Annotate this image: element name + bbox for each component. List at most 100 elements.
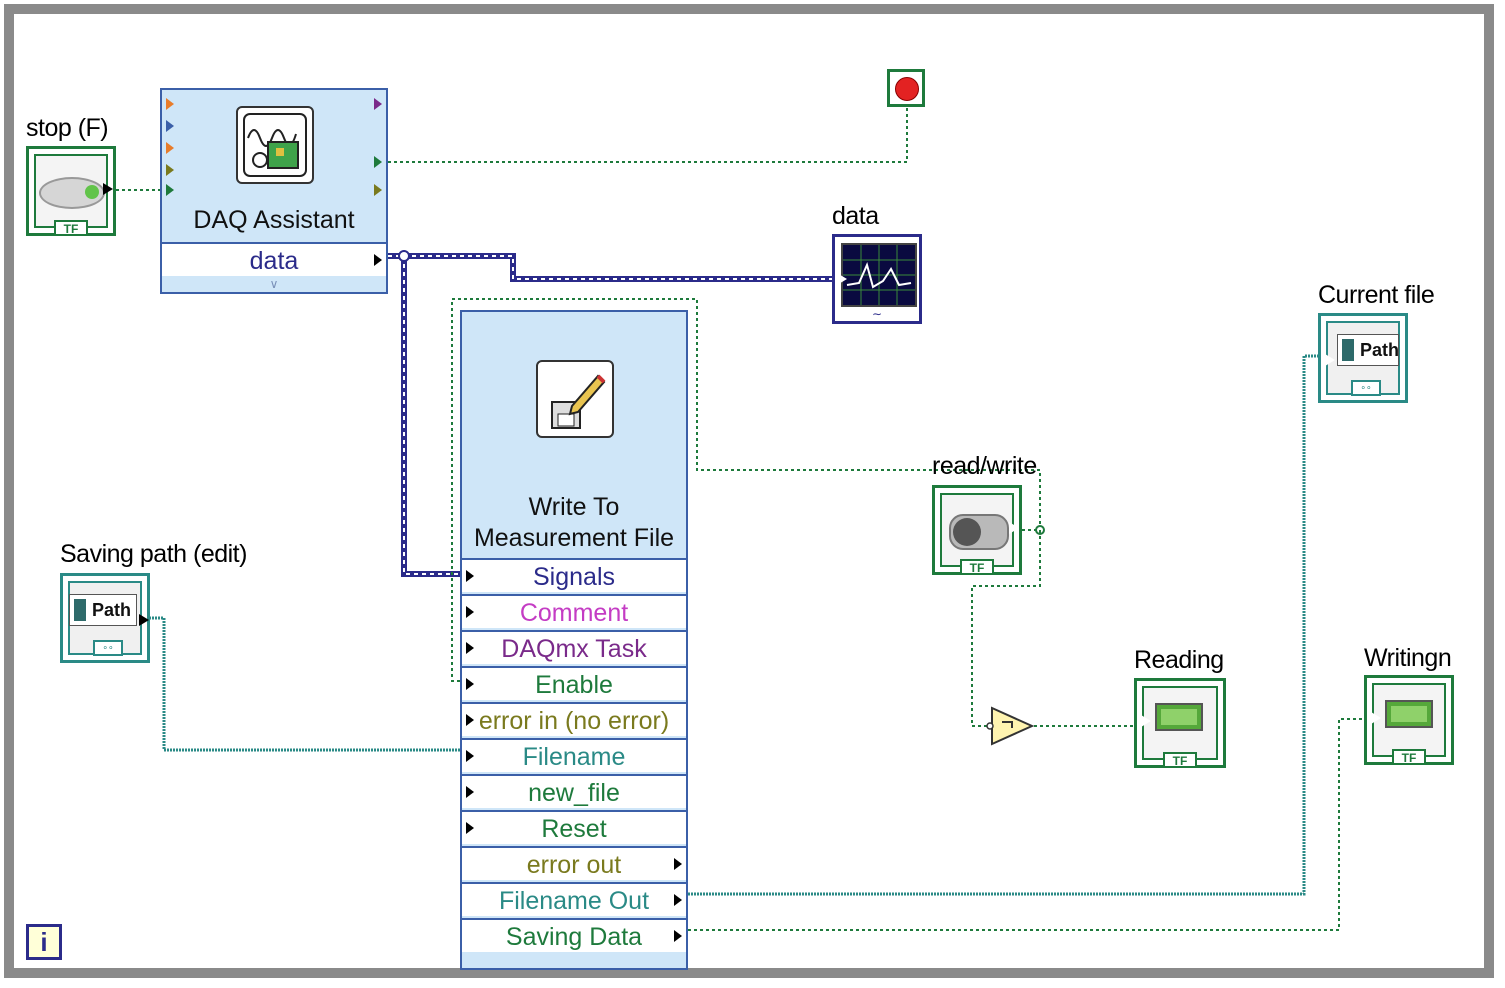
input-arrow-icon — [466, 822, 474, 834]
tf-badge: TF — [54, 220, 88, 236]
input-arrow-icon — [1325, 354, 1335, 366]
info-icon[interactable]: i — [26, 924, 62, 960]
input-reset-label: Reset — [541, 815, 607, 843]
title-line-1: Write To — [528, 493, 620, 521]
input-signals[interactable]: Signals — [462, 558, 686, 592]
input-enable-label: Enable — [535, 671, 613, 699]
stop-terminal[interactable]: TF — [26, 146, 116, 236]
input-arrow-icon — [1371, 712, 1381, 724]
input-filename-label: Filename — [522, 743, 626, 771]
write-measurement-file-node[interactable]: Write To Measurement File Signals Commen… — [460, 310, 688, 970]
wire-not — [971, 530, 1041, 727]
input-arrow-icon — [466, 606, 474, 618]
toggle-icon — [39, 177, 105, 209]
input-daqmx-task-label: DAQmx Task — [501, 635, 647, 663]
current-file-label: Current file — [1318, 281, 1435, 309]
output-arrow-icon — [139, 614, 149, 626]
input-arrow-icon — [166, 142, 174, 154]
input-arrow-icon — [466, 642, 474, 654]
path-type-icon: ∘∘ — [93, 640, 123, 656]
output-filename-out[interactable]: Filename Out — [462, 882, 686, 916]
tf-badge: TF — [1163, 752, 1197, 768]
output-arrow-icon — [674, 858, 682, 870]
output-arrow-icon — [1009, 522, 1019, 534]
wire-filename — [149, 616, 461, 752]
output-arrow-icon — [374, 156, 382, 168]
output-arrow-icon — [674, 930, 682, 942]
input-comment-label: Comment — [519, 599, 629, 627]
input-arrow-icon — [466, 750, 474, 762]
input-arrow-icon — [466, 786, 474, 798]
path-text: Path — [1360, 340, 1400, 360]
writing-label: Writingn — [1364, 644, 1452, 672]
path-indicator-icon: Path — [1337, 334, 1399, 366]
daq-output-data[interactable]: data — [162, 242, 386, 276]
output-arrow-icon — [374, 254, 382, 266]
wire-filename-out — [688, 354, 1324, 896]
output-error-out-label: error out — [526, 851, 622, 879]
tf-badge: TF — [960, 559, 994, 575]
input-arrow-icon — [166, 120, 174, 132]
input-arrow-icon — [837, 273, 847, 285]
output-saving-data-label: Saving Data — [505, 923, 643, 951]
expand-chevron-icon[interactable]: ∨ — [269, 277, 279, 291]
stop-button-terminal[interactable] — [887, 69, 925, 107]
path-type-icon: ∘∘ — [1351, 380, 1381, 396]
output-arrow-icon — [674, 894, 682, 906]
input-new-file-label: new_file — [528, 779, 620, 807]
input-daqmx-task[interactable]: DAQmx Task — [462, 630, 686, 664]
read-write-terminal[interactable]: TF — [932, 485, 1022, 575]
writing-terminal[interactable]: TF — [1364, 675, 1454, 765]
wire-data-graph — [388, 253, 834, 282]
input-arrow-icon — [166, 184, 174, 196]
input-arrow-icon — [1141, 715, 1151, 727]
output-error-out[interactable]: error out — [462, 846, 686, 880]
output-arrow-icon — [103, 183, 113, 195]
data-graph-label: data — [832, 202, 879, 230]
not-gate-icon[interactable] — [986, 706, 1036, 748]
input-filename[interactable]: Filename — [462, 738, 686, 772]
input-arrow-icon — [166, 164, 174, 176]
daq-title: DAQ Assistant — [193, 206, 355, 234]
toggle-icon — [949, 514, 1009, 550]
current-file-terminal[interactable]: Path ∘∘ — [1318, 313, 1408, 403]
wire-enable — [451, 298, 1041, 682]
graph-type-icon: ∼ — [871, 307, 883, 321]
reading-terminal[interactable]: TF — [1134, 678, 1226, 768]
write-file-icon — [536, 360, 614, 438]
wire-saving-data — [688, 718, 1366, 931]
input-enable[interactable]: Enable — [462, 666, 686, 700]
input-comment[interactable]: Comment — [462, 594, 686, 628]
input-error-in-label: error in (no error) — [478, 707, 670, 735]
data-graph-terminal[interactable]: ∼ — [832, 234, 922, 324]
saving-path-terminal[interactable]: Path ∘∘ — [60, 573, 150, 663]
daq-output-label: data — [249, 247, 299, 275]
stop-label: stop (F) — [26, 114, 109, 142]
path-text: Path — [92, 600, 132, 620]
input-arrow-icon — [466, 570, 474, 582]
graph-icon — [841, 243, 917, 307]
read-write-label: read/write — [932, 452, 1037, 480]
input-error-in[interactable]: error in (no error) — [462, 702, 686, 736]
output-arrow-icon — [374, 184, 382, 196]
daq-assistant-node[interactable]: DAQ Assistant data ∨ — [160, 88, 388, 294]
write-file-title: Write To Measurement File — [462, 492, 686, 554]
saving-path-label: Saving path (edit) — [60, 540, 247, 568]
output-arrow-icon — [374, 98, 382, 110]
led-icon — [1155, 703, 1203, 731]
input-arrow-icon — [466, 714, 474, 726]
path-control-icon: Path — [69, 594, 137, 626]
output-saving-data[interactable]: Saving Data — [462, 918, 686, 952]
wire-daq-stop — [388, 106, 908, 163]
input-reset[interactable]: Reset — [462, 810, 686, 844]
output-filename-out-label: Filename Out — [498, 887, 650, 915]
input-new-file[interactable]: new_file — [462, 774, 686, 808]
title-line-2: Measurement File — [473, 524, 675, 552]
input-arrow-icon — [166, 98, 174, 110]
input-signals-label: Signals — [533, 563, 615, 591]
tf-badge: TF — [1392, 749, 1426, 765]
daq-icon — [236, 106, 314, 184]
led-icon — [1385, 700, 1433, 728]
